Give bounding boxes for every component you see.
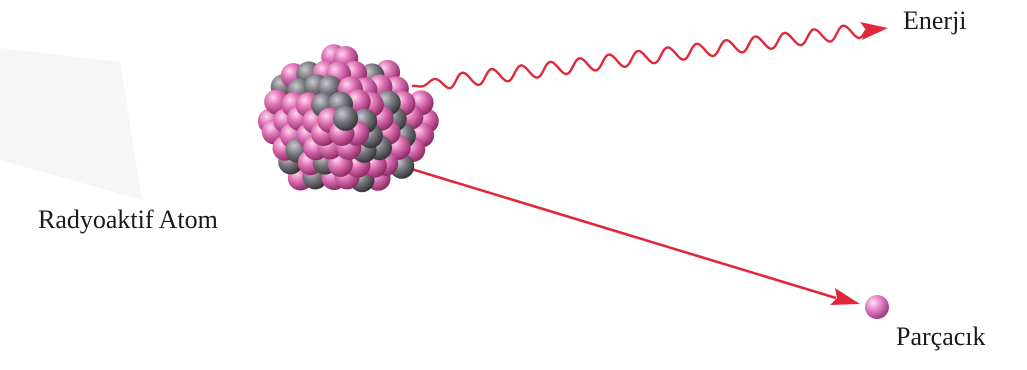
atom-label: Radyoaktif Atom bbox=[38, 205, 218, 235]
particle-label: Parçacık bbox=[896, 322, 986, 352]
emitted-particle-icon bbox=[865, 295, 889, 319]
particle-ray bbox=[408, 168, 836, 298]
energy-label: Enerji bbox=[903, 6, 967, 36]
watermark-shape bbox=[0, 48, 142, 200]
energy-wave bbox=[412, 26, 866, 88]
radioactive-nucleus-icon bbox=[258, 44, 439, 192]
neutron-sphere bbox=[333, 106, 358, 131]
